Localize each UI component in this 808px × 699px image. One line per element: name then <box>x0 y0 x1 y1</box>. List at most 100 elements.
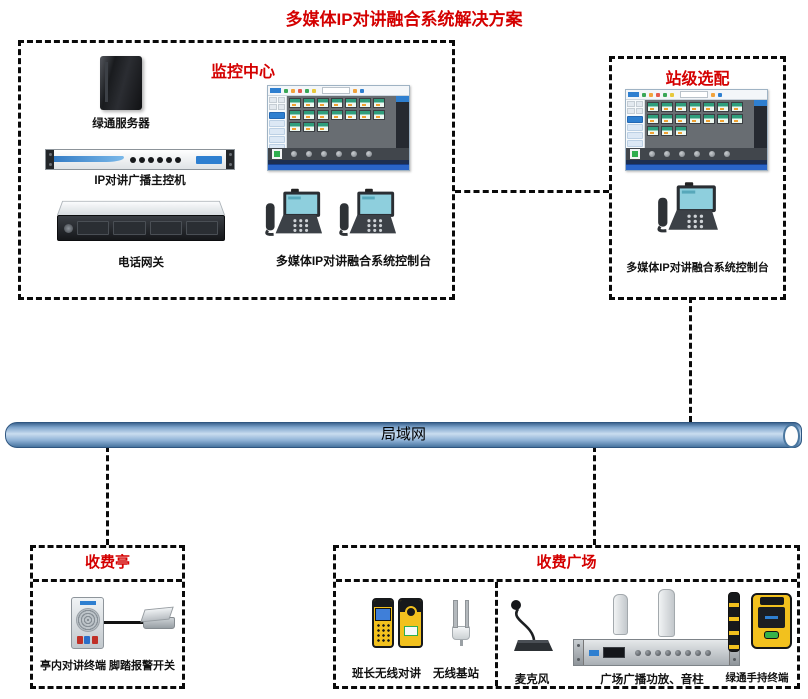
device-tile <box>373 98 385 108</box>
app-search-box <box>680 91 708 98</box>
app-sidebar <box>268 96 287 151</box>
diagram-title: 多媒体IP对讲融合系统解决方案 <box>285 10 523 29</box>
toolbar-icon <box>656 92 660 97</box>
connector-lan-to-plaza <box>593 446 596 545</box>
server-tower-image <box>100 56 142 110</box>
device-tile <box>731 102 743 112</box>
app-green-icon <box>630 149 640 159</box>
pipe-end-cap <box>783 424 800 448</box>
station-optional-box: 站级选配 <box>609 56 786 300</box>
speaker-icon <box>694 151 700 157</box>
speaker-icon <box>321 151 327 157</box>
booth-devices-label: 亭内对讲终端 脚踏报警开关 <box>39 660 176 672</box>
device-tile <box>703 102 715 112</box>
station-title: 站级选配 <box>665 71 730 88</box>
radio-label: 班长无线对讲 <box>352 668 421 680</box>
connector-center-to-station <box>455 190 609 193</box>
windows-taskbar <box>268 164 409 170</box>
toolbar-icon <box>670 92 674 97</box>
monitoring-center-title: 监控中心 <box>211 64 276 81</box>
station-app-screenshot <box>625 89 768 171</box>
speaker-icon <box>336 151 342 157</box>
video-phone-icon <box>339 188 397 236</box>
speaker-icon <box>724 151 730 157</box>
app-status-bar <box>626 160 767 164</box>
device-tile <box>689 102 701 112</box>
phone-gateway-image <box>57 198 225 241</box>
device-tile <box>303 122 315 132</box>
app-sidebar <box>626 100 645 148</box>
app-green-icon <box>272 149 282 159</box>
app-sidebar-button <box>269 128 285 135</box>
app-sidebar-button <box>269 120 285 127</box>
wireless-radio-back-image <box>398 598 423 648</box>
app-bottom-bar <box>268 148 409 160</box>
video-phone-icon <box>657 182 718 233</box>
app-search-box <box>322 87 350 94</box>
speaker-icon <box>366 151 372 157</box>
gateway-label: 电话网关 <box>118 257 164 269</box>
toolbar-icon <box>711 92 715 97</box>
speaker-icon <box>306 151 312 157</box>
app-logo-icon <box>628 92 639 97</box>
app-status-bar <box>268 160 409 164</box>
toll-booth-box: 收费亭 亭内对讲终端 脚踏报警开关 <box>30 545 185 689</box>
master-label: IP对讲广播主控机 <box>94 175 186 187</box>
app-sidebar-button <box>627 116 643 123</box>
app-device-grid <box>287 96 396 148</box>
app-titlebar <box>268 86 409 96</box>
toolbar-icon <box>284 88 288 93</box>
lan-pipe: 局域网 <box>5 422 802 448</box>
toolbar-icon <box>718 92 722 97</box>
device-tile <box>731 114 743 124</box>
device-tile <box>661 114 673 124</box>
toolbar-icon <box>291 88 295 93</box>
device-tile <box>317 98 329 108</box>
app-bottom-bar <box>626 148 767 160</box>
intercom-master-unit-image <box>45 149 235 170</box>
device-tile <box>317 110 329 120</box>
device-tile <box>689 114 701 124</box>
app-logo-icon <box>270 88 281 93</box>
mic-label: 麦克风 <box>514 674 550 686</box>
amp-label: 广场广播功放、音柱 <box>600 674 704 686</box>
console-label: 多媒体IP对讲融合系统控制台 <box>275 254 432 268</box>
device-tile <box>331 98 343 108</box>
app-titlebar <box>626 90 767 100</box>
windows-taskbar <box>626 164 767 170</box>
toolbar-icon <box>312 88 316 93</box>
handheld-terminal-front-image <box>751 593 792 649</box>
toolbar-icon <box>663 92 667 97</box>
handheld-terminal-side-image <box>728 592 740 652</box>
toolbar-icon <box>642 92 646 97</box>
video-phone-icon <box>265 188 323 236</box>
toolbar-icon <box>305 88 309 93</box>
device-tile <box>289 122 301 132</box>
speaker-column-image <box>613 594 628 635</box>
wireless-radio-front-image <box>372 598 394 648</box>
app-right-panel <box>396 96 409 148</box>
device-tile <box>675 102 687 112</box>
device-tile <box>647 102 659 112</box>
device-tile <box>373 110 385 120</box>
device-tile <box>717 102 729 112</box>
device-tile <box>359 110 371 120</box>
toll-booth-title: 收费亭 <box>84 554 130 571</box>
device-tile <box>345 98 357 108</box>
plaza-section-divider <box>495 582 498 686</box>
alarm-cable <box>104 621 144 624</box>
device-tile <box>661 126 673 136</box>
device-tile <box>675 114 687 124</box>
gooseneck-mic-icon <box>511 600 553 651</box>
broadcast-amplifier-image <box>573 639 740 666</box>
wireless-base-antenna-image <box>450 600 472 646</box>
app-device-grid <box>645 100 754 148</box>
toolbar-icon <box>360 88 364 93</box>
device-tile <box>303 110 315 120</box>
device-tile <box>317 122 329 132</box>
device-tile <box>359 98 371 108</box>
device-tile <box>345 110 357 120</box>
toolbar-icon <box>353 88 357 93</box>
monitoring-center-box: 监控中心 绿通服务器 <box>18 40 455 300</box>
